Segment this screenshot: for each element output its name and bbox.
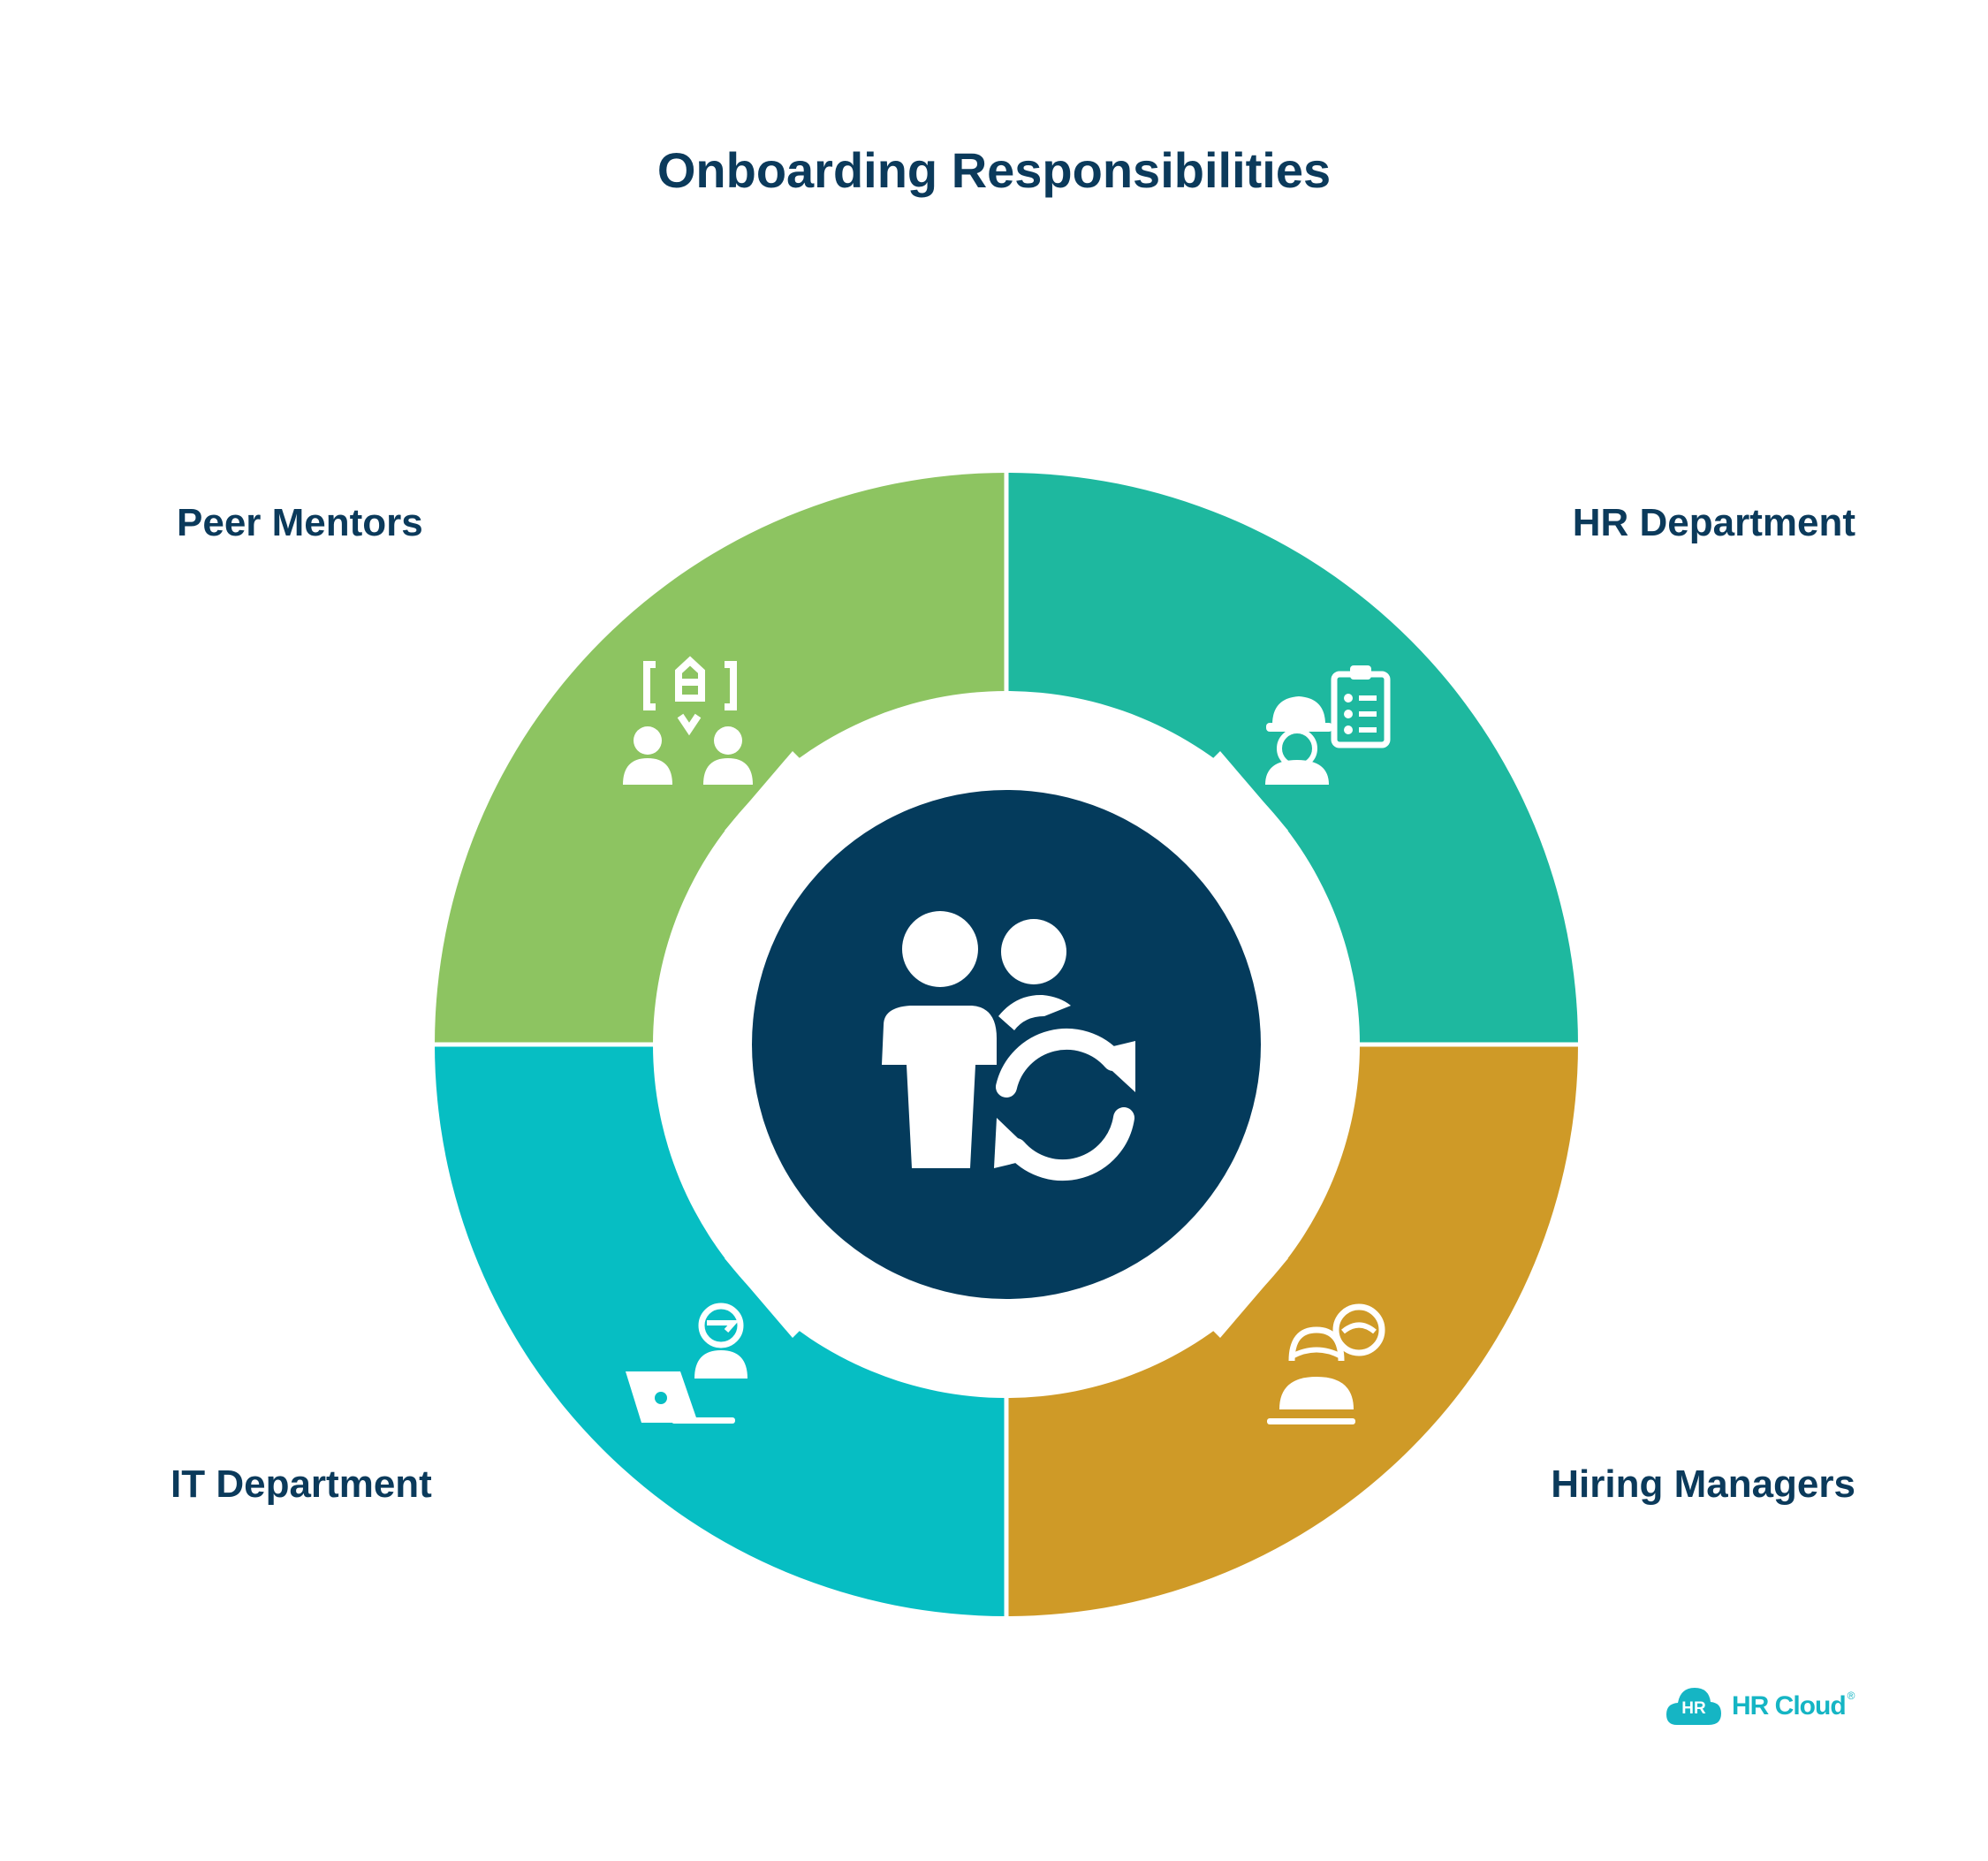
page-title: Onboarding Responsibilities (656, 142, 1332, 198)
brand-registered-mark: ® (1847, 1690, 1855, 1702)
ring-notch-top-left (725, 751, 857, 842)
ring-notch-top-right (1156, 751, 1288, 842)
label-peer-mentors: Peer Mentors (177, 501, 423, 544)
cloud-logo-icon: HR (1666, 1688, 1721, 1725)
label-hiring-managers: Hiring Managers (1551, 1462, 1855, 1506)
mentoring-icon (623, 656, 753, 785)
label-it-department: IT Department (171, 1462, 432, 1506)
label-hr-department: HR Department (1572, 501, 1855, 544)
people-exchange-icon (882, 911, 1135, 1181)
center-circle (752, 790, 1261, 1299)
it-support-laptop-icon (626, 1303, 747, 1424)
ring-notch-bottom-left (725, 1247, 857, 1338)
brand-badge: HR (1681, 1699, 1706, 1718)
manager-handshake-icon (1267, 1303, 1385, 1424)
brand-logo: HR HR Cloud ® (1665, 1684, 1855, 1728)
brand-text: HR Cloud (1732, 1691, 1847, 1720)
worker-checklist-icon (1265, 665, 1391, 785)
ring-notch-bottom-right (1156, 1247, 1288, 1338)
